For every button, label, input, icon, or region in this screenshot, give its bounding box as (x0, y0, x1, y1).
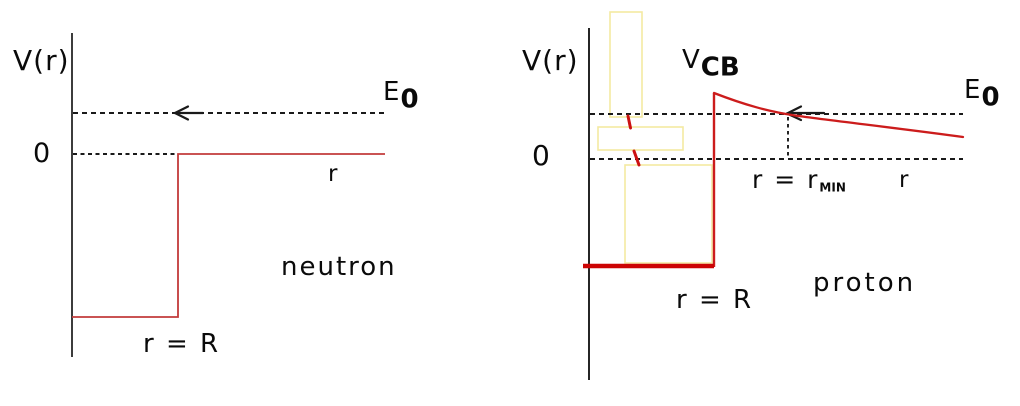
rmin-base: r = r (752, 165, 820, 194)
right-zero-label: 0 (532, 139, 551, 172)
left-e0-sub: 0 (400, 84, 419, 115)
right-radius-label: r = R (676, 285, 754, 315)
highlight-boxes (597, 11, 713, 264)
coulomb-barrier-curve (712, 91, 965, 139)
highlight-box-bottom (624, 164, 713, 264)
highlight-box-top (609, 11, 643, 118)
left-zero-label: 0 (33, 138, 52, 169)
red-tick-upper (626, 114, 632, 130)
left-x-axis-label: r (328, 161, 339, 187)
right-y-axis-label: V(r) (522, 44, 579, 77)
rmin-label: r = rMIN (752, 167, 846, 193)
red-tick-lower (632, 149, 641, 167)
left-arrow-icon (173, 105, 205, 121)
left-e0-label: E0 (383, 79, 419, 112)
right-e0-label: E0 (964, 77, 1000, 110)
vcb-base: V (682, 45, 701, 75)
right-x-axis-label: r (899, 167, 910, 193)
right-e0-base: E (964, 75, 982, 105)
highlight-box-middle (597, 126, 684, 151)
neutron-label: neutron (281, 252, 397, 282)
left-e0-base: E (383, 77, 401, 107)
right-e0-sub: 0 (981, 82, 1000, 113)
proton-label: proton (813, 268, 917, 298)
rmin-sub: MIN (819, 180, 846, 195)
left-radius-label: r = R (143, 329, 221, 359)
vcb-label: VCB (682, 47, 740, 80)
vcb-sub: CB (700, 52, 740, 83)
left-y-axis-label: V(r) (13, 44, 70, 77)
left-square-well-potential (72, 153, 385, 318)
